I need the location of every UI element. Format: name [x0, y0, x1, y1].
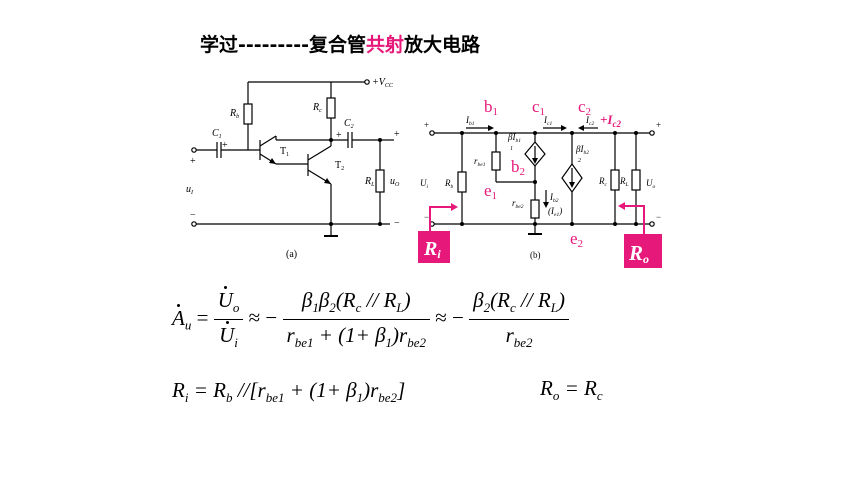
node-e1-label: e1 — [484, 181, 497, 202]
uo-label: uO — [390, 176, 400, 188]
b-input-plus: + — [424, 120, 429, 130]
circuit-b-diagram: Ib1 rbe1 βIb1 1 Ic1 Ic2 βIb2 2 Ib2 (Ie1)… — [420, 115, 661, 260]
rbe1-label: rbe1 — [474, 156, 486, 168]
au-fraction-1: Uo Ui — [213, 286, 244, 351]
ie1-label: (Ie1) — [548, 206, 562, 218]
ib2-label: Ib2 — [549, 192, 559, 204]
b-output-plus: + — [656, 120, 661, 130]
c1-plus: + — [222, 140, 228, 151]
c1-label: C1 — [212, 128, 222, 140]
title-text-pre: 学过---------复合管 — [200, 34, 366, 56]
rb-label: Rb — [229, 108, 239, 120]
au-lhs-sub: u — [184, 317, 192, 333]
b-output-minus: − — [656, 212, 661, 222]
input-plus: + — [190, 156, 196, 167]
au-approx-2: ≈ − — [435, 305, 470, 330]
circuit-a-diagram: +VCC Rb Rc C1 C2 T1 T2 RL uI uO + + + + … — [186, 77, 400, 260]
ri-badge-label: Ri — [423, 238, 441, 261]
rb-b-label: Rb — [444, 178, 454, 190]
title-text-post: 放大电路 — [404, 34, 481, 56]
rbe2-label: rbe2 — [512, 198, 524, 210]
ro-badge — [624, 234, 662, 268]
input-resistance-formula: Ri = Rb //[rbe1 + (1+ β1)rbe2] — [172, 378, 406, 406]
ui-b-label: Ui — [420, 178, 429, 190]
output-minus: − — [394, 218, 400, 229]
c2-plus: + — [336, 130, 342, 141]
t1-label: T1 — [280, 146, 289, 158]
rl-b-label: RL — [619, 176, 629, 188]
input-minus: − — [190, 210, 196, 221]
ic2-label: Ic2 — [585, 115, 594, 127]
output-resistance-formula: Ro = Rc — [540, 376, 603, 404]
output-plus: + — [394, 129, 400, 140]
node-c2-label: c2 — [578, 97, 591, 118]
c2-label: C2 — [344, 118, 354, 130]
b-input-minus: − — [424, 212, 429, 222]
node-e2-label: e2 — [570, 229, 583, 250]
voltage-gain-formula: Au = Uo Ui ≈ − β1β2(Rc // RL) rbe1 + (1+… — [172, 286, 569, 351]
beta1-sub: 1 — [510, 146, 513, 152]
ib1-label: Ib1 — [465, 115, 475, 127]
title-highlight: 共射 — [365, 34, 404, 56]
ic1-label: Ic1 — [543, 115, 552, 127]
rl-label: RL — [364, 176, 375, 188]
rc-label: Rc — [312, 102, 322, 114]
uo-b-label: Uo — [646, 178, 656, 190]
node-b2-label: b2 — [511, 157, 525, 178]
au-approx-1: ≈ − — [248, 305, 283, 330]
ui-label: uI — [186, 184, 194, 196]
au-fraction-2: β1β2(Rc // RL) rbe1 + (1+ β1)rbe2 — [282, 288, 431, 351]
au-lhs: A — [172, 303, 185, 330]
plus-ic2-label: +Ic2 — [600, 112, 621, 129]
beta2-sub: 2 — [578, 158, 581, 164]
node-b1-label: b1 — [484, 97, 498, 118]
beta2-source-label: βIb2 — [575, 144, 589, 156]
ro-badge-label: Ro — [628, 241, 649, 266]
au-fraction-3: β2(Rc // RL) rbe2 — [469, 288, 569, 351]
node-c1-label: c1 — [532, 97, 545, 118]
t2-label: T2 — [335, 160, 344, 172]
ri-badge — [418, 231, 450, 263]
caption-b: (b) — [530, 250, 541, 260]
rc-b-label: Rc — [598, 176, 608, 188]
slide-title: 学过---------复合管共射放大电路 — [200, 30, 480, 57]
beta1-source-label: βIb1 — [507, 132, 521, 144]
vcc-label: +VCC — [372, 77, 394, 89]
caption-a: (a) — [286, 249, 297, 260]
